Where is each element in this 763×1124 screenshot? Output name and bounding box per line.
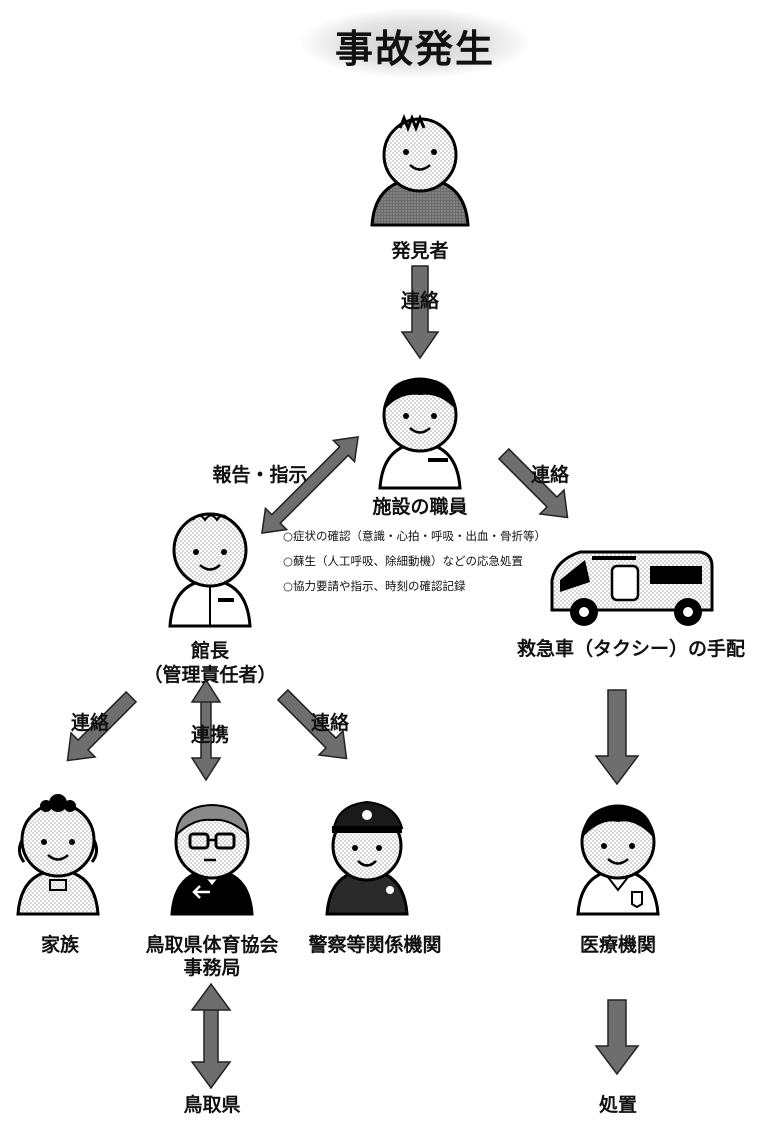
ambulance-icon	[550, 550, 714, 626]
title-burst-background	[300, 8, 530, 78]
staff-figure	[378, 377, 462, 490]
edge-label-director-family: 連絡	[70, 712, 109, 734]
director-label: 館長	[190, 640, 229, 662]
police-figure	[325, 800, 409, 916]
medical-figure	[576, 804, 660, 916]
staff-label: 施設の職員	[372, 496, 468, 518]
arrow-discoverer-to-staff	[400, 265, 440, 360]
police-label: 警察等関係機関	[308, 934, 442, 956]
diagram-title: 事故発生	[334, 27, 495, 71]
medical-label: 医療機関	[579, 934, 656, 956]
treatment-label: 処置	[598, 1094, 637, 1116]
edge-label-director-police: 連絡	[310, 712, 349, 734]
edge-label-discoverer-staff: 連絡	[400, 290, 439, 312]
association-sublabel: 事務局	[183, 957, 241, 979]
ambulance-label: 救急車（タクシー）の手配	[516, 638, 745, 660]
prefecture-label: 鳥取県	[183, 1094, 241, 1116]
discoverer-label: 発見者	[391, 240, 449, 262]
family-label: 家族	[40, 934, 79, 956]
association-label: 鳥取県体育協会	[145, 934, 279, 956]
association-figure	[170, 803, 254, 916]
discoverer-figure	[370, 113, 470, 227]
arrow-staff-director	[261, 436, 359, 534]
director-figure	[168, 512, 252, 628]
arrow-director-to-police	[276, 688, 348, 760]
arrow-staff-to-ambulance	[497, 447, 569, 519]
staff-note-3: ○協力要請や指示、時刻の確認記録	[283, 579, 466, 593]
arrow-medical-to-treatment	[594, 999, 640, 1076]
edge-label-director-association: 連携	[190, 724, 229, 746]
edge-label-staff-ambulance: 連絡	[530, 464, 569, 486]
director-sublabel: （管理責任者）	[143, 664, 277, 686]
family-figure	[16, 794, 100, 916]
arrow-director-to-family	[66, 690, 138, 762]
arrow-director-association	[190, 678, 222, 782]
arrow-association-prefecture	[190, 982, 232, 1090]
staff-note-2: ○蘇生（人工呼吸、除細動機）などの応急処置	[283, 554, 524, 568]
edge-label-staff-director: 報告・指示	[212, 464, 308, 486]
staff-note-1: ○症状の確認（意識・心拍・呼吸・出血・骨折等）	[283, 529, 547, 543]
arrow-ambulance-to-medical	[594, 689, 640, 786]
